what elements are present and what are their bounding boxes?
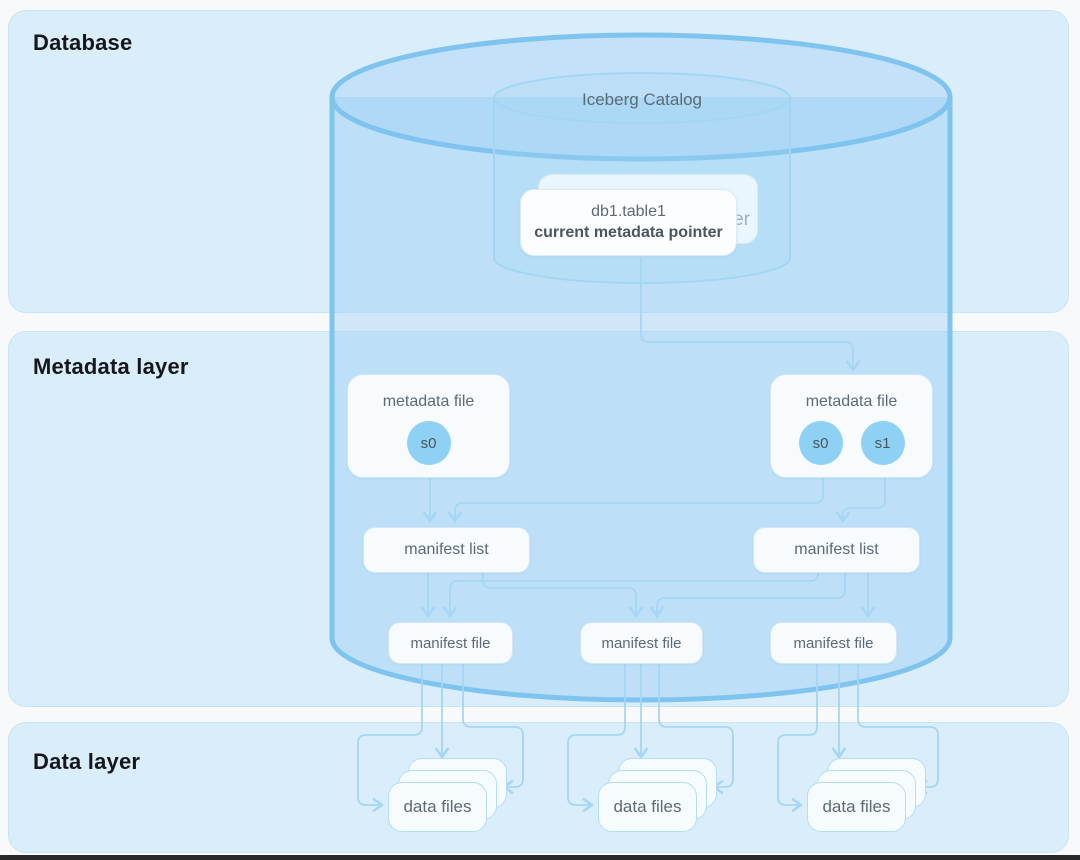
manifest-file-1: manifest file [388,622,513,664]
arrow-manifest-file-1-to-data-files-1-right [462,664,524,794]
manifest-file-1-label: manifest file [410,634,491,652]
data-files-card-front: data files [388,782,487,832]
arrow-manifest-file-2-to-data-files-2-right [658,664,734,794]
data-files-1-label: data files [403,797,472,816]
current-pointer-card: db1.table1 current metadata pointer [520,189,737,256]
arrow-manifest-file-2-to-data-files-2-left [567,664,626,812]
arrow-manifest-list-2-to-manifest-file-1 [443,572,819,618]
snapshot-s0-badge: s0 [798,421,843,465]
arrow-manifest-list-2-to-manifest-file-2 [650,572,846,618]
arrow-manifest-file-3-to-data-files-3-left [777,664,818,812]
metadata-file-2: metadata file s0 s1 [770,374,933,478]
manifest-file-3-label: manifest file [793,634,874,652]
data-files-2-label: data files [613,797,682,816]
metadata-file-1: metadata file s0 [347,374,510,478]
manifest-file-3: manifest file [770,622,897,664]
arrow-s1-to-manifest-list-2 [836,465,886,523]
current-metadata-pointer-label: current metadata pointer [534,224,723,241]
catalog-cylinder-lid [493,72,791,124]
snapshot-s0-badge: s0 [406,421,451,465]
data-files-3-label: data files [822,797,891,816]
table-name: db1.table1 [591,203,666,220]
panel-data-layer-label: Data layer [33,749,141,774]
manifest-list-1: manifest list [363,527,530,573]
bottom-edge-bar [0,855,1080,860]
metadata-file-2-label: metadata file [805,393,898,410]
panel-database-label: Database [33,30,133,55]
arrow-manifest-list-1-to-manifest-file-2 [482,572,643,618]
arrow-pointer-to-metadata-file-2 [640,257,860,372]
previous-pointer-card-fragment: er [733,209,750,230]
data-files-card-front: data files [807,782,906,832]
connectors [357,257,939,812]
arrow-manifest-file-3-to-data-files-3-right [857,664,939,794]
manifest-file-2-label: manifest file [601,634,682,652]
catalog-title: Iceberg Catalog [581,90,703,109]
storage-cylinder-lid [329,32,953,162]
arrow-s0-right-to-manifest-list-1 [448,465,824,523]
manifest-list-1-label: manifest list [404,541,489,558]
manifest-file-2: manifest file [580,622,703,664]
panel-metadata-layer-label: Metadata layer [33,354,189,379]
arrow-manifest-file-1-to-data-files-1-left [357,664,423,812]
manifest-list-2-label: manifest list [794,541,879,558]
data-files-card-front: data files [598,782,697,832]
manifest-list-2: manifest list [753,527,920,573]
snapshot-s1-badge: s1 [860,421,905,465]
metadata-file-1-label: metadata file [382,393,475,410]
